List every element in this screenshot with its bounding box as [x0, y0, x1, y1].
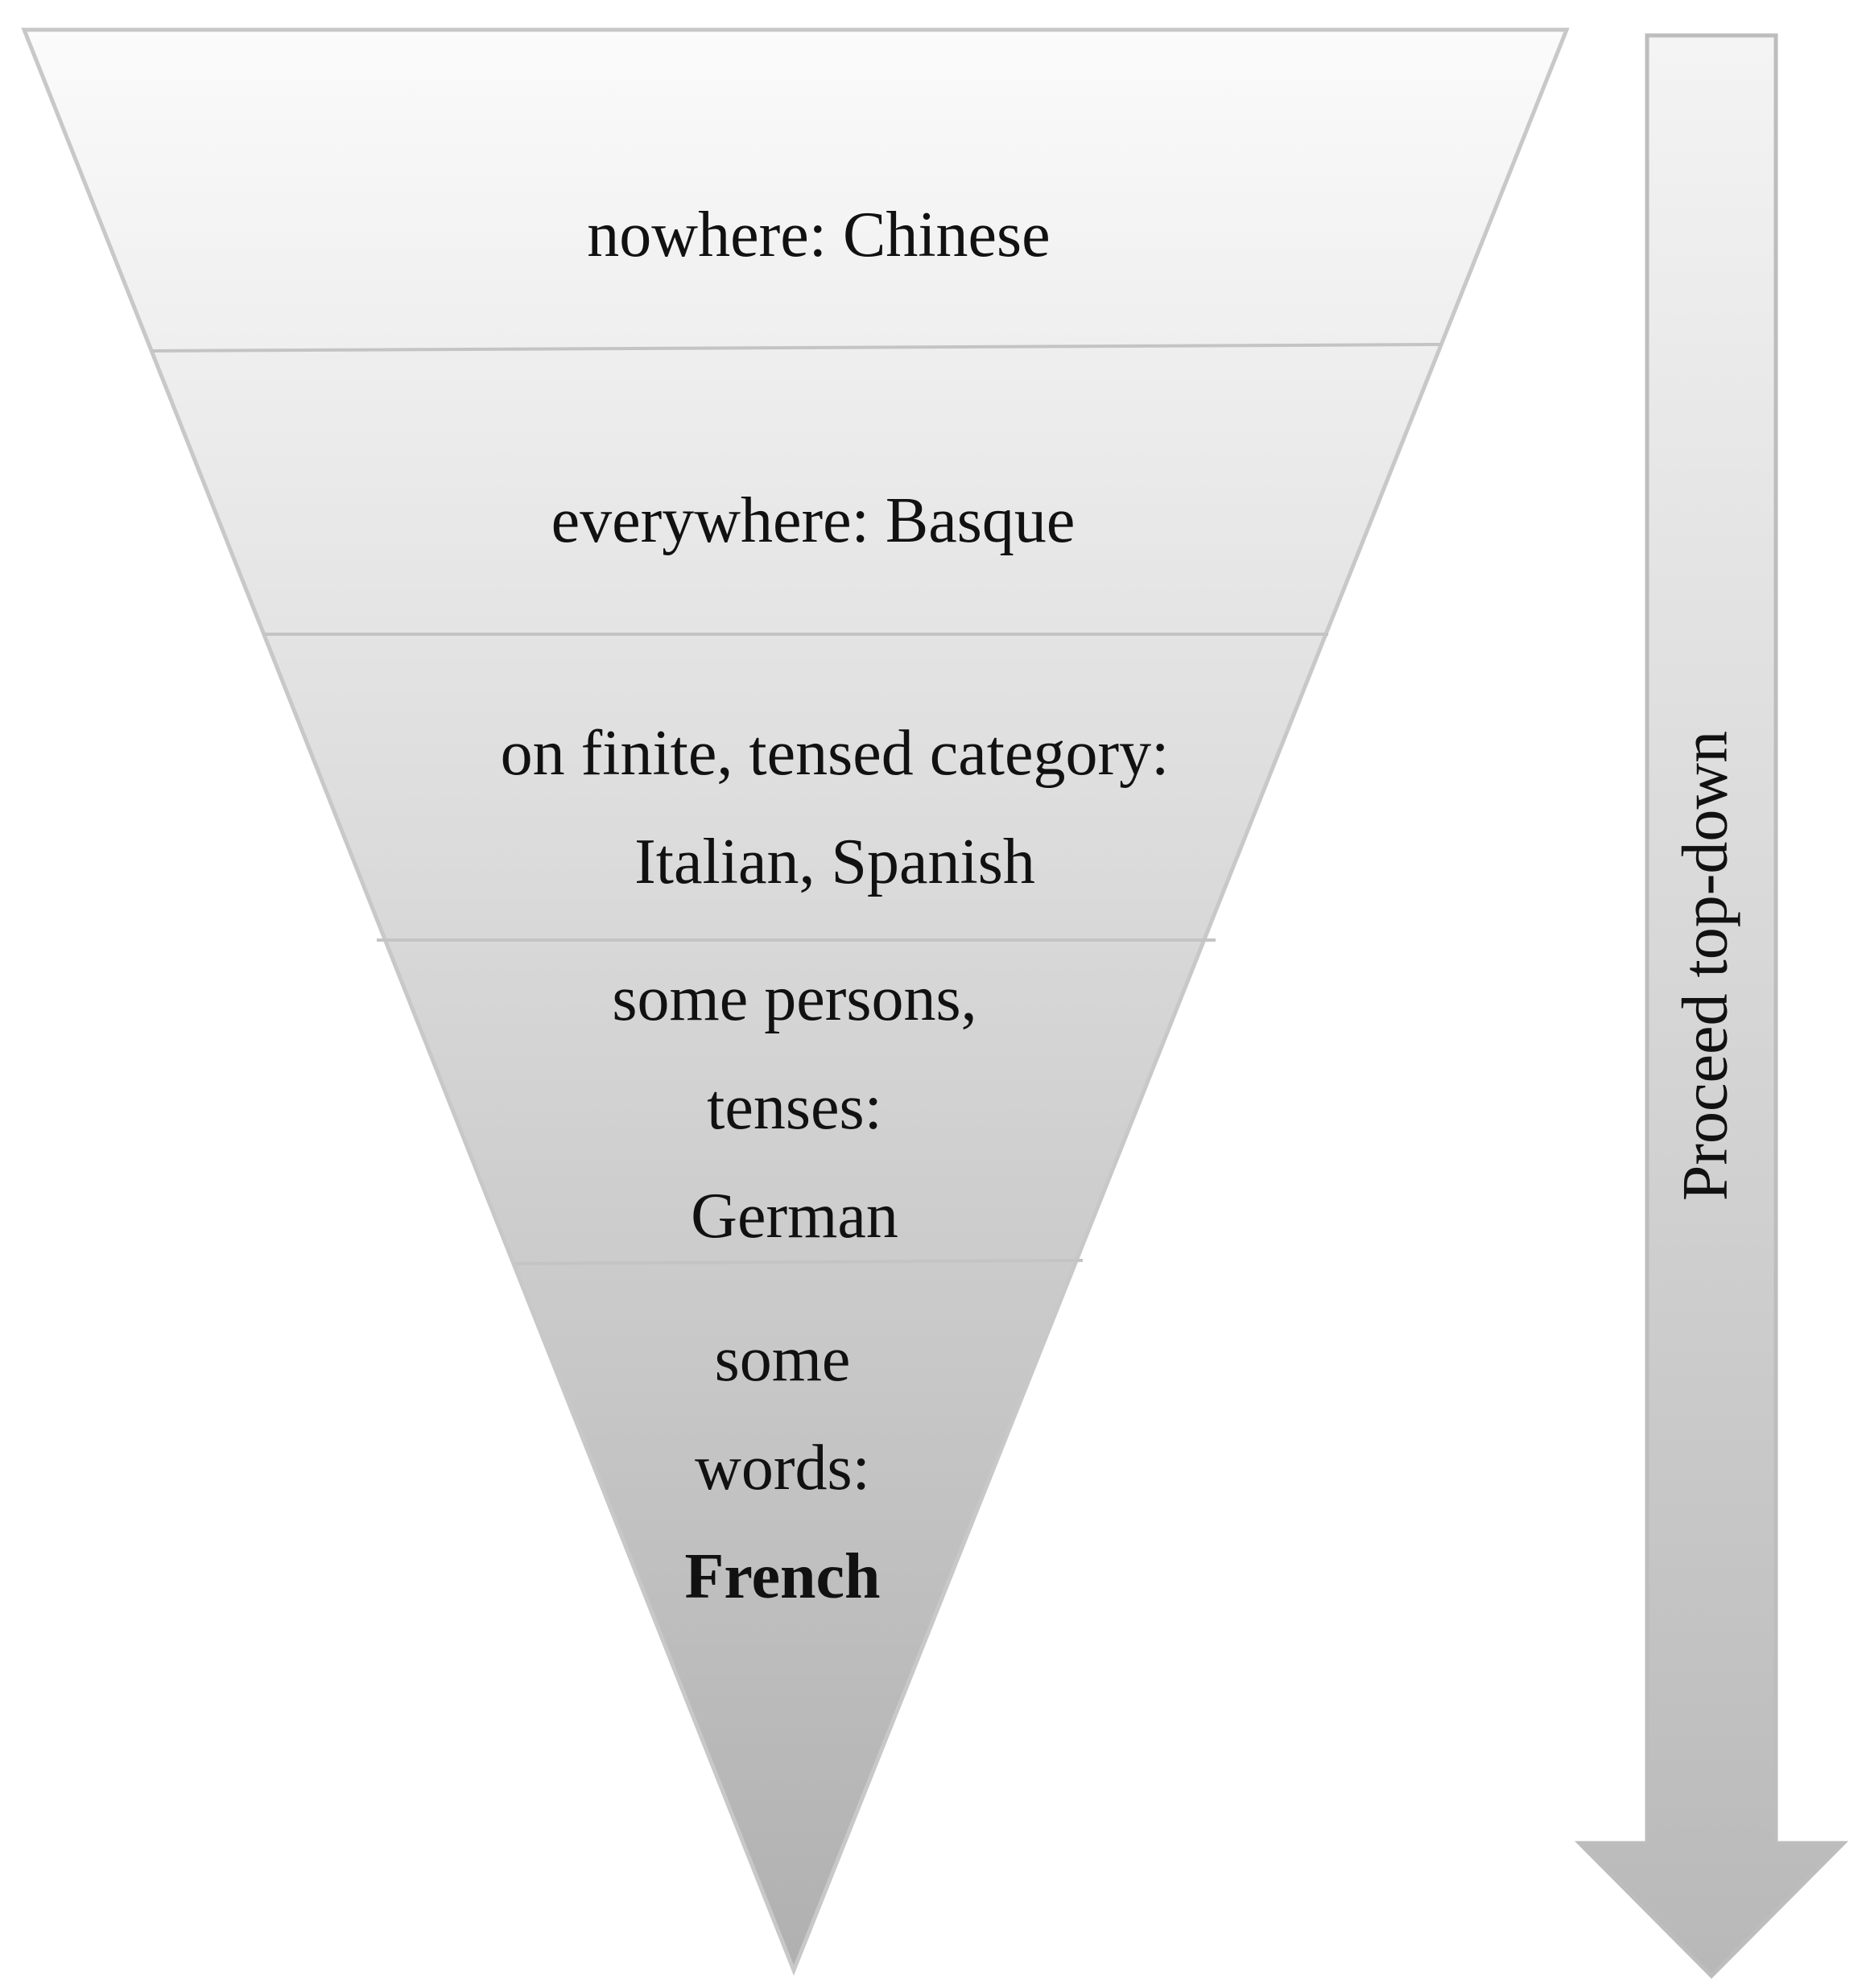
funnel-level-4: some persons, tenses: German [612, 963, 976, 1252]
divider-1 [152, 343, 1442, 353]
funnel-shape [21, 27, 1570, 1976]
funnel-level-5: some words: French [685, 1324, 881, 1612]
down-arrow-icon [1574, 33, 1849, 1979]
divider-4 [514, 1259, 1084, 1265]
level-5-line-2: words: [695, 1433, 870, 1503]
level-4-line-3: German [691, 1181, 898, 1252]
funnel-level-3: on finite, tensed category: Italian, Spa… [501, 718, 1170, 897]
funnel-level-1: nowhere: Chinese [587, 200, 1050, 270]
level-3-line-1: on finite, tensed category: [501, 718, 1170, 789]
level-4-line-2: tenses: [707, 1072, 882, 1143]
level-4-line-1: some persons, [612, 963, 976, 1034]
funnel-dividers [152, 343, 1442, 1265]
level-1-line-1: nowhere: Chinese [587, 200, 1050, 270]
level-5-line-3: French [685, 1541, 881, 1612]
level-5-line-1: some [715, 1324, 851, 1395]
arrow-label: Proceed top-down [1670, 731, 1740, 1201]
level-2-line-1: everywhere: Basque [551, 485, 1076, 556]
level-3-line-2: Italian, Spanish [634, 827, 1035, 897]
funnel-level-2: everywhere: Basque [551, 485, 1076, 556]
